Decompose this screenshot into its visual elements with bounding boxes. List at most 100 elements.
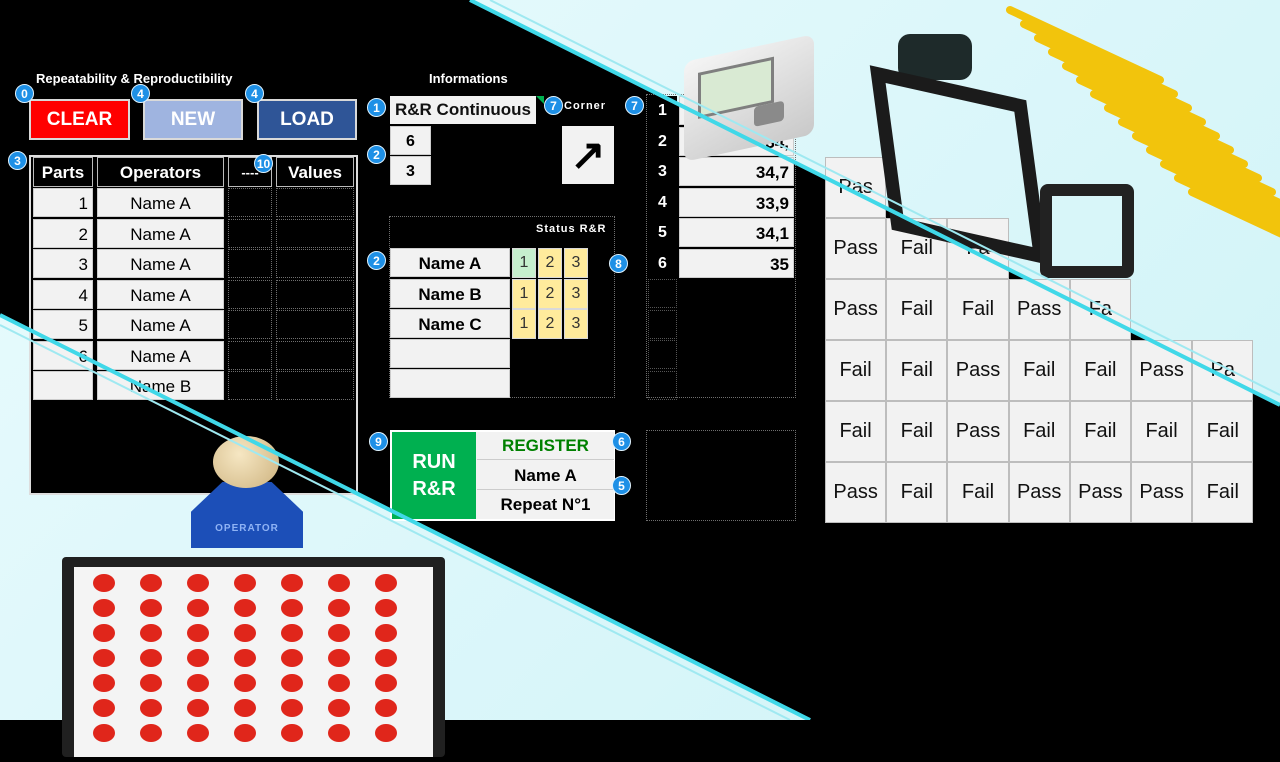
badge-6: 6	[612, 432, 631, 451]
info-title: Informations	[429, 71, 508, 86]
red-stud	[93, 724, 115, 742]
pass-fail-cell: Pass	[1131, 340, 1193, 401]
yellow-rail	[1118, 118, 1276, 196]
red-stud	[93, 674, 115, 692]
corner-arrow-icon[interactable]: ↗	[562, 126, 614, 184]
header-parts: Parts	[33, 157, 93, 187]
red-stud	[281, 624, 303, 642]
badge-7-corner: 7	[544, 96, 563, 115]
diagonal-line-top	[469, 0, 1280, 407]
red-stud	[140, 649, 162, 667]
measure-index: 2	[648, 126, 677, 156]
red-stud	[93, 599, 115, 617]
badge-2-status: 2	[367, 251, 386, 270]
pass-fail-cell: Fail	[886, 279, 948, 340]
pass-fail-cell: Fail	[886, 218, 948, 279]
repeat-count-field[interactable]: 3	[390, 156, 431, 185]
red-stud	[234, 724, 256, 742]
table-cell-value	[276, 371, 354, 400]
pass-fail-cell: Fail	[947, 279, 1009, 340]
parts-count-field[interactable]: 6	[390, 126, 431, 155]
measure-value: 34,1	[679, 218, 794, 247]
measure-empty-index	[648, 309, 677, 339]
red-stud	[187, 624, 209, 642]
red-stud	[375, 574, 397, 592]
red-stud	[234, 699, 256, 717]
red-stud	[328, 699, 350, 717]
status-b-2: 2	[538, 279, 562, 309]
register-operator: Name A	[477, 461, 614, 490]
table-cell-dash	[228, 310, 272, 339]
load-button[interactable]: LOAD	[257, 99, 357, 140]
register-button[interactable]: REGISTER	[477, 432, 614, 460]
pass-fail-cell: Fail	[886, 340, 948, 401]
pass-fail-cell: Fail	[886, 462, 948, 523]
table-cell-value	[276, 279, 354, 309]
yellow-rail	[1034, 34, 1192, 112]
rr-title: Repeatability & Reproductibility	[36, 71, 233, 86]
red-stud	[281, 724, 303, 742]
red-stud	[187, 674, 209, 692]
measure-empty-index	[648, 340, 677, 369]
register-repeat: Repeat N°1	[477, 491, 614, 519]
measure-value: 35	[679, 248, 794, 278]
pass-fail-cell: Pa	[1192, 340, 1254, 401]
yellow-rail	[1174, 174, 1280, 231]
rr-label: R&R	[412, 478, 456, 500]
red-stud	[328, 674, 350, 692]
red-stud	[140, 624, 162, 642]
table-cell-operator: Name A	[97, 310, 224, 339]
operator-label: OPERATOR	[215, 523, 279, 534]
table-cell-dash	[228, 340, 272, 370]
badge-3: 3	[8, 151, 27, 170]
badge-7-measures: 7	[625, 96, 644, 115]
diagonal-line-bottom	[0, 313, 811, 720]
pass-fail-cell: Pass	[947, 340, 1009, 401]
pass-fail-cell: Pass	[1131, 462, 1193, 523]
operator-figure-head	[213, 436, 279, 488]
table-cell-value	[276, 310, 354, 339]
red-stud	[93, 574, 115, 592]
red-stud	[187, 574, 209, 592]
table-cell-part: 3	[33, 249, 93, 278]
pass-fail-cell: Pass	[825, 462, 887, 523]
measure-index: 4	[648, 187, 677, 217]
table-cell-value	[276, 218, 354, 248]
table-cell-value	[276, 188, 354, 217]
status-a-3: 3	[564, 248, 588, 278]
table-cell-part: 2	[33, 218, 93, 248]
header-values: Values	[276, 157, 354, 187]
measure-index: 3	[648, 157, 677, 186]
red-stud	[140, 699, 162, 717]
run-label: RUN	[412, 451, 456, 473]
red-stud	[234, 624, 256, 642]
red-stud	[281, 574, 303, 592]
pass-fail-cell: Pass	[825, 279, 887, 340]
mode-field[interactable]: R&R Continuous	[390, 96, 536, 124]
red-stud	[187, 699, 209, 717]
new-button[interactable]: NEW	[143, 99, 243, 140]
red-stud	[234, 674, 256, 692]
yellow-rail	[1188, 188, 1280, 238]
table-cell-dash	[228, 188, 272, 217]
pass-fail-cell: Pass	[1069, 462, 1131, 523]
pass-fail-cell: Pass	[1008, 462, 1070, 523]
measure-index: 5	[648, 218, 677, 247]
run-rr-button[interactable]: RUN R&R	[392, 432, 476, 519]
badge-9: 9	[369, 432, 388, 451]
pass-fail-cell: Fail	[1192, 462, 1254, 523]
measures-extra-area	[646, 430, 796, 521]
robot-clamp	[1040, 184, 1134, 278]
table-cell-operator: Name A	[97, 218, 224, 248]
yellow-rail	[1104, 104, 1262, 182]
measure-value: 33,9	[679, 187, 794, 217]
yellow-rail	[1146, 146, 1280, 216]
status-title: Status R&R	[536, 223, 607, 235]
red-stud	[93, 624, 115, 642]
badge-0: 0	[15, 84, 34, 103]
table-cell-part: 1	[33, 188, 93, 217]
yellow-rail	[1076, 76, 1234, 154]
pass-fail-cell: Pas	[825, 157, 887, 218]
status-c-1: 1	[512, 309, 536, 339]
clear-button[interactable]: CLEAR	[29, 99, 130, 140]
